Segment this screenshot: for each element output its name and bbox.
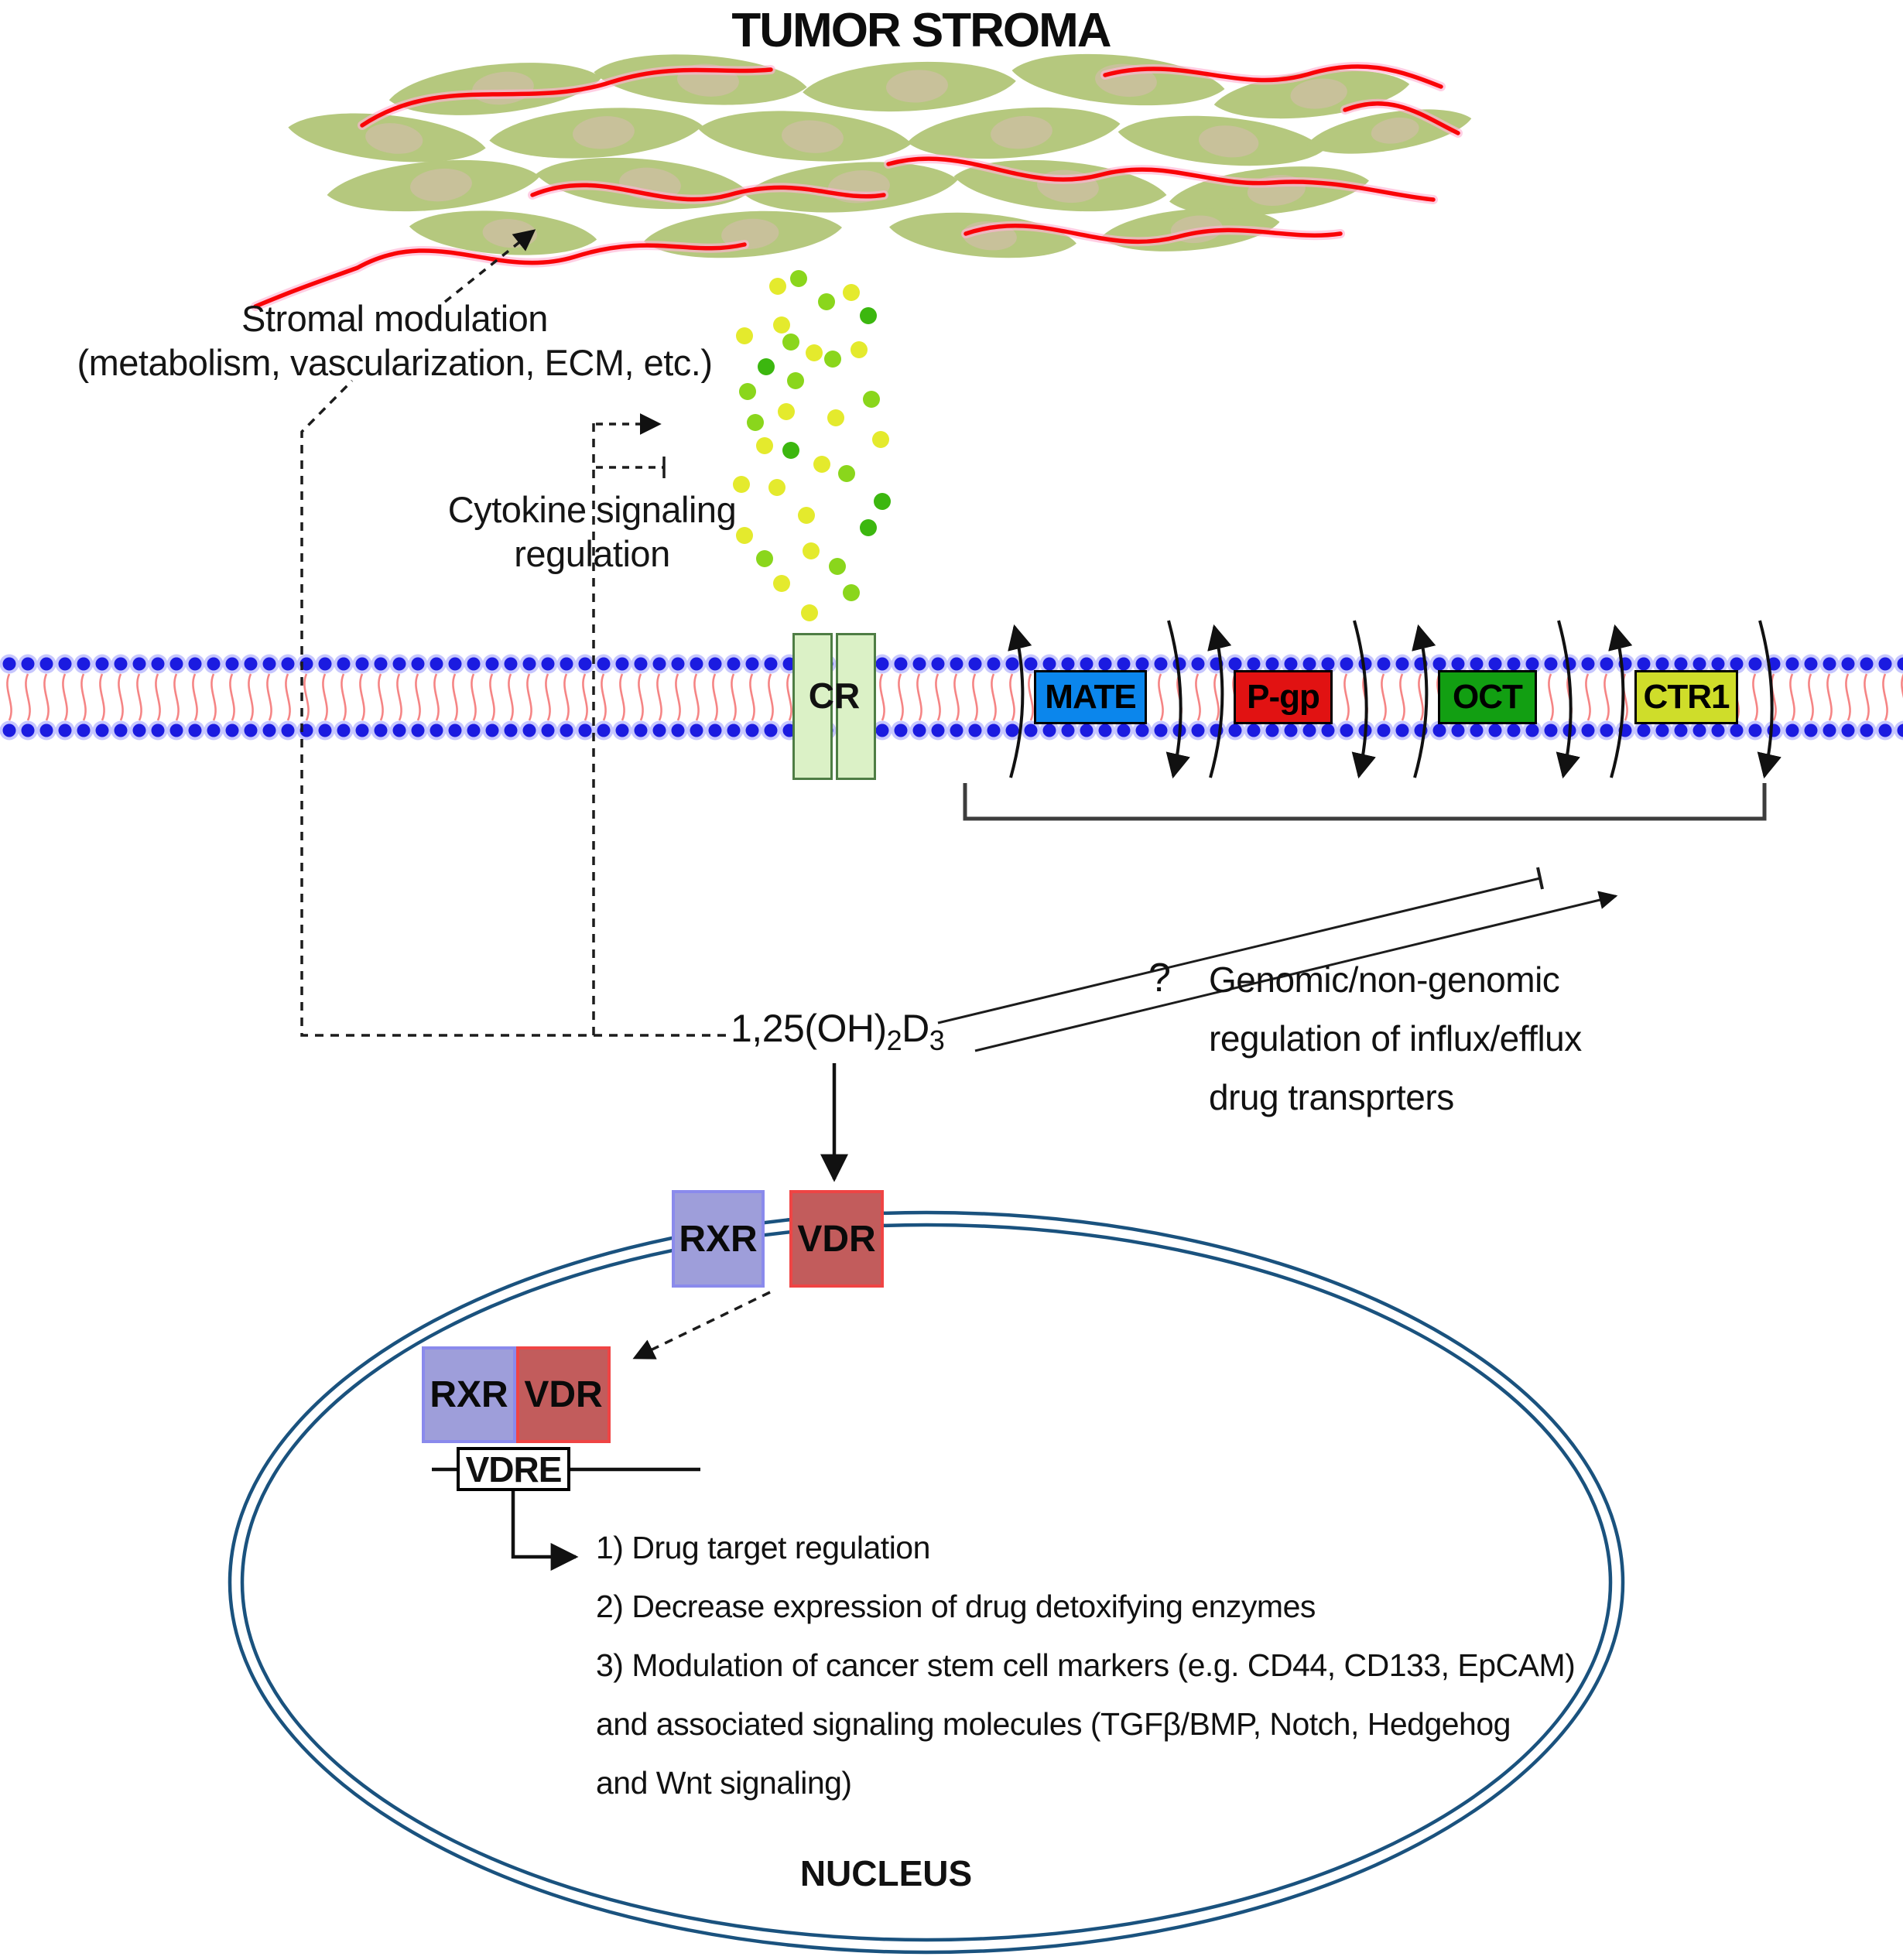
genomic-line3: drug transprters [1209, 1077, 1454, 1117]
nucleus-label: NUCLEUS [799, 1853, 973, 1893]
stromal-modulation-line2: (metabolism, vascularization, ECM, etc.) [77, 342, 713, 383]
effect-line-1: 1) Drug target regulation [596, 1530, 930, 1565]
page-title: TUMOR STROMA [731, 4, 1111, 57]
plasma-membrane [0, 650, 1903, 744]
genomic-line2: regulation of influx/efflux [1209, 1018, 1582, 1059]
ligand-sub-2: 2 [886, 1024, 902, 1056]
vdre-to-effects-arrow [511, 1491, 579, 1571]
transporter-ctr1: CTR1 [1634, 670, 1738, 724]
nuclear-envelope [228, 1210, 1625, 1955]
vdr-box-nucleus: VDR [516, 1346, 611, 1443]
cytokine-signaling-label: Cytokine signaling regulation [437, 487, 747, 576]
vdre-effects-list: 1) Drug target regulation 2) Decrease ex… [596, 1518, 1695, 1812]
genomic-line1: Genomic/non-genomic [1209, 959, 1560, 1000]
ligand-sub-3: 3 [929, 1024, 945, 1056]
cytokine-receptor-right-subunit [836, 633, 876, 780]
stromal-modulation-arrow [443, 229, 536, 303]
rxr-box-nucleus: RXR [422, 1346, 516, 1443]
cytokine-receptor-left-subunit [792, 633, 833, 780]
ligand-transporter-activation-arrow [974, 891, 1618, 1052]
vdr-box-cytoplasm: VDR [789, 1190, 884, 1288]
cytokine-line2: regulation [514, 533, 670, 574]
stromal-modulation-line1: Stromal modulation [241, 298, 548, 339]
transporter-oct: OCT [1438, 670, 1537, 724]
ligand-transporter-inhibition-bar [1536, 867, 1544, 890]
effect-line-5: and Wnt signaling) [596, 1765, 852, 1801]
ligand-transporter-inhibition-line [937, 877, 1541, 1024]
question-mark: ? [1148, 956, 1171, 1001]
cytokine-line1: Cytokine signaling [447, 489, 737, 530]
effect-line-4: and associated signaling molecules (TGFβ… [596, 1706, 1511, 1742]
receptor-translocation-arrow [632, 1291, 771, 1360]
rxr-box-cytoplasm: RXR [672, 1190, 765, 1288]
stromal-modulation-label: Stromal modulation (metabolism, vascular… [46, 296, 743, 385]
transporter-flux-arrows [1008, 620, 1781, 779]
transporter-pgp: P-gp [1234, 670, 1333, 724]
effect-line-2: 2) Decrease expression of drug detoxifyi… [596, 1589, 1316, 1624]
vitamin-d-ligand-label: 1,25(OH)2D3 [731, 1006, 945, 1055]
cytokine-dots [733, 270, 891, 621]
ligand-base: 1,25(OH) [731, 1007, 887, 1050]
cytokine-receptor-label: CR [808, 676, 861, 716]
transporter-mate: MATE [1034, 670, 1147, 724]
genomic-regulation-label: Genomic/non-genomic regulation of influx… [1209, 950, 1582, 1127]
transporters-bracket [963, 783, 1767, 821]
ligand-d: D [902, 1007, 929, 1050]
vdre-box: VDRE [457, 1447, 570, 1491]
stroma-fibers [251, 62, 1463, 311]
effect-line-3: 3) Modulation of cancer stem cell marker… [596, 1647, 1576, 1683]
